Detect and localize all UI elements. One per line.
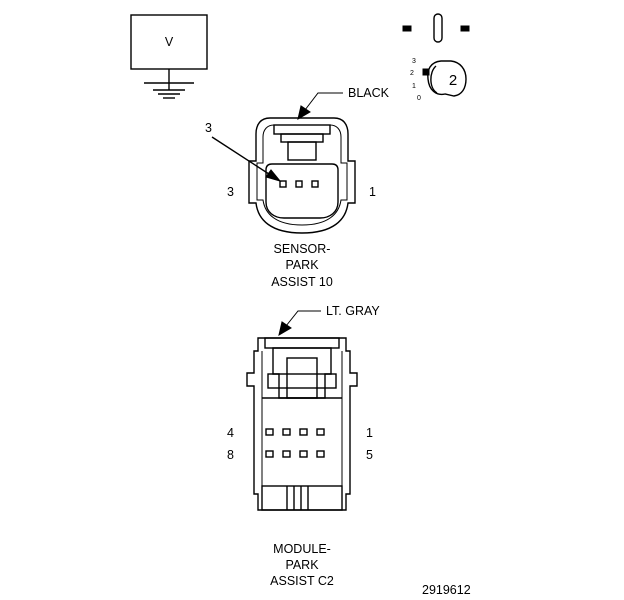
sensor-pin-left: 3: [227, 185, 234, 199]
module-connector: LT. GRAY 4 1 8 5 MODULE-: [227, 304, 380, 588]
dial-position-3: 3: [412, 58, 416, 65]
dial-position-0: 0: [417, 95, 421, 102]
dial-selected-position: 2: [449, 72, 457, 89]
voltmeter-icon: V: [130, 14, 208, 99]
module-name-line-1: MODULE-: [273, 542, 331, 556]
sensor-callout-pin: 3: [205, 121, 212, 135]
module-pin-top-right: 1: [366, 426, 373, 440]
sensor-name-line-1: SENSOR-: [274, 242, 331, 256]
dial-position-2: 2: [410, 70, 414, 77]
module-name-line-2: PARK: [285, 558, 319, 572]
module-color-label: LT. GRAY: [326, 304, 380, 318]
meter-symbol: V: [165, 35, 174, 49]
figure-id: 2919612: [422, 583, 471, 597]
module-pin-bottom-left: 8: [227, 448, 234, 462]
module-name-line-3: ASSIST C2: [270, 574, 334, 588]
ignition-switch-icon: 3 2 1 0 2: [402, 13, 470, 102]
dial-position-1: 1: [412, 83, 416, 90]
ground-icon: [153, 83, 185, 99]
sensor-name-line-2: PARK: [285, 258, 319, 272]
sensor-connector: BLACK 3 3 1 SENSOR- PARK ASSIST 10: [205, 86, 390, 289]
sensor-color-label: BLACK: [348, 86, 390, 100]
module-pin-bottom-right: 5: [366, 448, 373, 462]
sensor-name-line-3: ASSIST 10: [271, 275, 333, 289]
module-pin-top-left: 4: [227, 426, 234, 440]
sensor-pin-right: 1: [369, 185, 376, 199]
